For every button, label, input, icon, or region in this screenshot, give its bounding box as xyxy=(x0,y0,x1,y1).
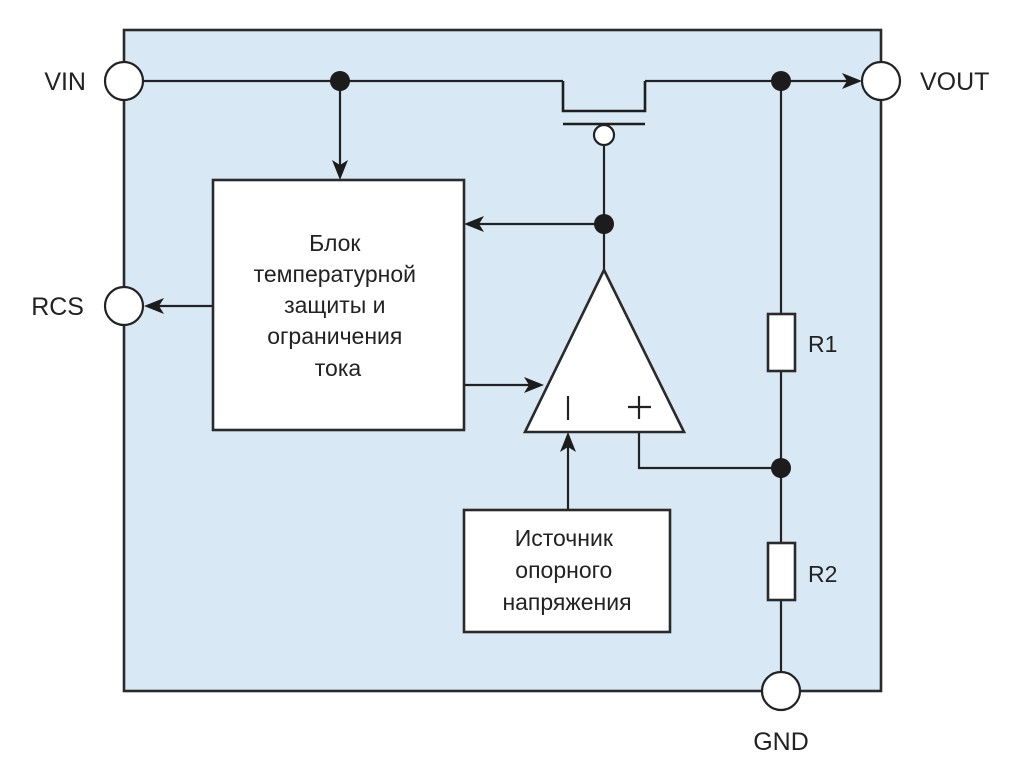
pin-vin-label: VIN xyxy=(44,68,86,96)
arrow-left-icon xyxy=(464,216,484,232)
r2-label: R2 xyxy=(808,561,837,587)
pin-vout-label: VOUT xyxy=(920,68,989,96)
arrow-right-icon xyxy=(524,377,544,393)
error-amplifier xyxy=(522,267,687,434)
junction-dot xyxy=(771,458,791,478)
mosfet-channel xyxy=(561,81,647,113)
pin-vin xyxy=(103,60,145,102)
r1-label: R1 xyxy=(808,331,837,357)
junction-dot xyxy=(594,214,614,234)
pin-rcs xyxy=(103,285,145,327)
pin-rcs-label: RCS xyxy=(31,293,84,321)
vout-arrow-icon xyxy=(842,73,862,89)
reference-block-label: Источник опорного напряжения xyxy=(502,525,631,615)
resistor-r2 xyxy=(766,541,797,602)
pin-gnd xyxy=(760,670,802,712)
pin-gnd-label: GND xyxy=(753,728,809,756)
protection-block xyxy=(211,178,466,432)
pin-vout xyxy=(860,60,902,102)
arrow-up-icon xyxy=(560,432,576,452)
resistor-r1 xyxy=(766,312,797,373)
reference-block xyxy=(462,508,672,634)
feedback-wire xyxy=(637,432,781,470)
junction-dot xyxy=(330,71,350,91)
junction-dot xyxy=(771,71,791,91)
rcs-arrow-icon xyxy=(144,298,164,314)
mosfet-gate-bubble xyxy=(592,123,616,147)
protection-block-label: Блок температурной защиты и ограничения … xyxy=(254,230,423,381)
arrow-down-icon xyxy=(332,160,348,180)
